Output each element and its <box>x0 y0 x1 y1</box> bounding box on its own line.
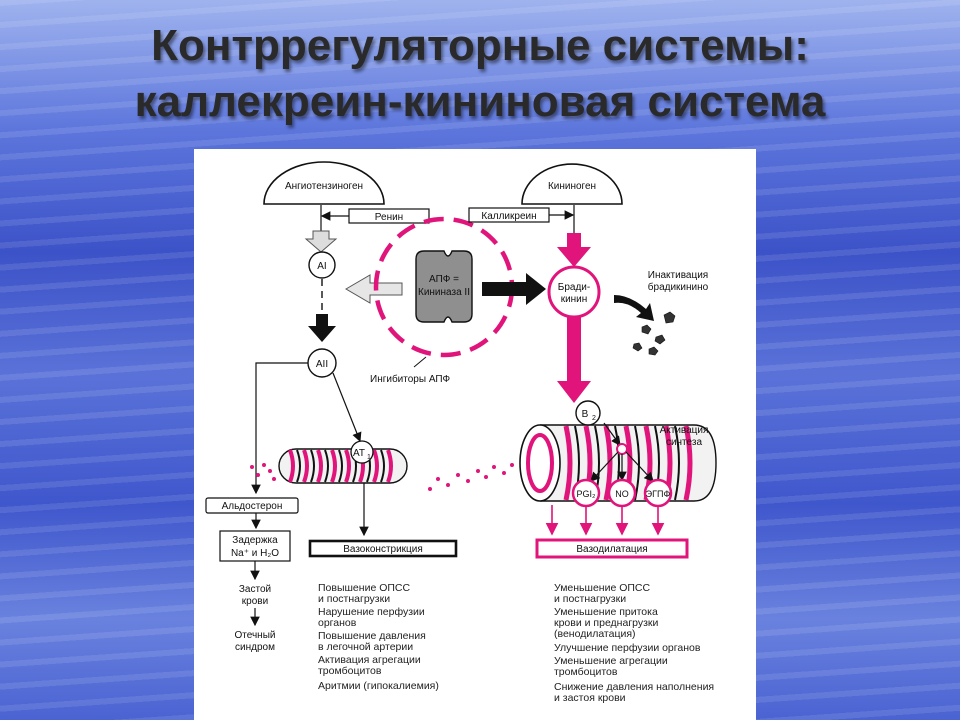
right-effect-9: Снижение давления наполнения <box>554 681 714 693</box>
synthesis-to-egpf-line <box>625 451 654 482</box>
at1-label: AT <box>353 448 365 459</box>
black-arrow-to-inactivation <box>614 295 654 321</box>
angiotensinogen-label: Ангиотензиноген <box>285 181 363 192</box>
left-effect-6: в легочной артерии <box>318 641 413 653</box>
at1-receptor: AT 1 <box>350 440 374 464</box>
right-effects-list: Уменьшение ОПСС и постнагрузки Уменьшени… <box>554 582 714 704</box>
right-effect-4: крови и преднагрузки <box>554 617 659 629</box>
egpf-circle: ЭГПФ <box>643 478 673 508</box>
b2-receptor: B 2 <box>575 400 601 426</box>
egpf-label: ЭГПФ <box>646 489 671 499</box>
right-effect-3: Уменьшение притока <box>554 606 658 618</box>
pgi2-circle: PGI₂ <box>571 478 601 508</box>
synthesis-to-pgi2-line <box>590 451 619 482</box>
pink-arrow-to-bradykinin <box>557 233 591 267</box>
slide-title-line-2: каллекреин-кининовая система <box>134 77 826 126</box>
aldosterone-box: Альдостерон <box>205 497 299 514</box>
ace-inhibitors-pointer <box>413 356 427 368</box>
left-effects-list: Повышение ОПСС и постнагрузки Нарушение … <box>318 582 439 692</box>
ai-circle: AI <box>308 251 336 279</box>
vasodilation-box: Вазодилатация <box>535 538 689 559</box>
synthesis-node <box>616 443 628 455</box>
bradykinin-line-2: кинин <box>561 294 588 305</box>
ace-inhibitors-label: Ингибиторы АПФ <box>370 373 451 385</box>
aii-label: AII <box>316 359 328 370</box>
left-effect-2: и постнагрузки <box>318 593 390 605</box>
aii-to-at1-line <box>332 372 362 443</box>
b2-subscript: 2 <box>592 415 596 422</box>
aldosterone-label: Альдостерон <box>222 501 283 512</box>
b2-to-synthesis-line <box>603 422 621 446</box>
right-effect-10: и застоя крови <box>554 692 626 704</box>
right-effect-1: Уменьшение ОПСС <box>554 582 651 594</box>
ace-shape: АПФ = Кининаза II <box>415 250 473 323</box>
angiotensinogen-dome: Ангиотензиноген <box>263 161 385 205</box>
slide-title: Контррегуляторные системы: каллекреин-ки… <box>0 18 960 130</box>
aii-to-aldosterone-line <box>251 362 308 495</box>
b2-label: B <box>582 409 589 420</box>
kallikrein-box: Калликреин <box>468 207 550 223</box>
kininogen-label: Кининоген <box>548 181 596 192</box>
ace-line-1: АПФ = <box>429 274 459 285</box>
constricted-vessel <box>250 448 408 484</box>
left-effect-8: тромбоцитов <box>318 665 382 677</box>
renin-label: Ренин <box>375 212 403 223</box>
black-arrow-ace-to-bradykinin <box>482 273 546 305</box>
right-effect-2: и постнагрузки <box>554 593 626 605</box>
kininogen-dome: Кининоген <box>521 163 623 205</box>
ai-label: AI <box>317 261 326 272</box>
right-effect-8: тромбоцитов <box>554 666 618 678</box>
vasodilation-label: Вазодилатация <box>576 544 647 555</box>
pink-arrow-to-b2 <box>557 317 591 403</box>
inactivation-line-2: брадикинино <box>648 281 709 293</box>
retention-box: Задержка Na⁺ и H₂O <box>219 530 291 562</box>
left-effect-7: Активация агрегации <box>318 654 421 666</box>
kallikrein-kinin-diagram: Ангиотензиноген Ренин AI AII AT 1 Альдос… <box>205 161 717 704</box>
retention-line-1: Задержка <box>232 535 278 546</box>
inactivation-line-1: Инактивация <box>648 270 708 281</box>
ace-line-2: Кининаза II <box>418 287 470 298</box>
diagram-panel: Ангиотензиноген Ренин AI AII AT 1 Альдос… <box>194 149 756 720</box>
left-effect-1: Повышение ОПСС <box>318 582 410 594</box>
edema-line-1: Отечный <box>235 630 276 641</box>
black-arrow-to-aii <box>308 314 336 342</box>
retention-line-2: Na⁺ и H₂O <box>231 548 279 559</box>
pink-arrows-to-vasodilation <box>545 505 665 536</box>
no-circle: NO <box>607 478 637 508</box>
stasis-line-1: Застой <box>239 584 271 595</box>
vasoconstriction-box: Вазоконстрикция <box>308 539 458 558</box>
inactivated-fragments <box>632 311 676 356</box>
left-effect-5: Повышение давления <box>318 630 426 642</box>
slide-title-line-1: Контррегуляторные системы: <box>151 21 809 70</box>
renin-box: Ренин <box>348 208 430 224</box>
right-effect-6: Улучшение перфузии органов <box>554 642 701 654</box>
synthesis-line-2: синтеза <box>666 437 703 448</box>
right-effect-5: (венодилатация) <box>554 628 636 640</box>
kallikrein-label: Калликреин <box>481 211 536 222</box>
stasis-line-2: крови <box>242 596 268 607</box>
synthesis-line-1: Активация <box>660 425 709 436</box>
left-effect-9: Аритмии (гипокалиемия) <box>318 680 439 692</box>
vasoconstriction-label: Вазоконстрикция <box>343 544 423 555</box>
right-effect-7: Уменьшение агрегации <box>554 655 668 667</box>
left-effect-3: Нарушение перфузии <box>318 606 425 618</box>
no-label: NO <box>615 489 629 499</box>
hatched-arrow-to-ai <box>304 230 338 253</box>
bradykinin-circle: Бради- кинин <box>547 265 601 319</box>
pgi2-label: PGI₂ <box>577 489 597 499</box>
edema-line-2: синдром <box>235 642 275 653</box>
at1-subscript: 1 <box>367 454 371 461</box>
bradykinin-line-1: Бради- <box>558 282 590 293</box>
aii-circle: AII <box>307 348 337 378</box>
left-effect-4: органов <box>318 617 357 629</box>
